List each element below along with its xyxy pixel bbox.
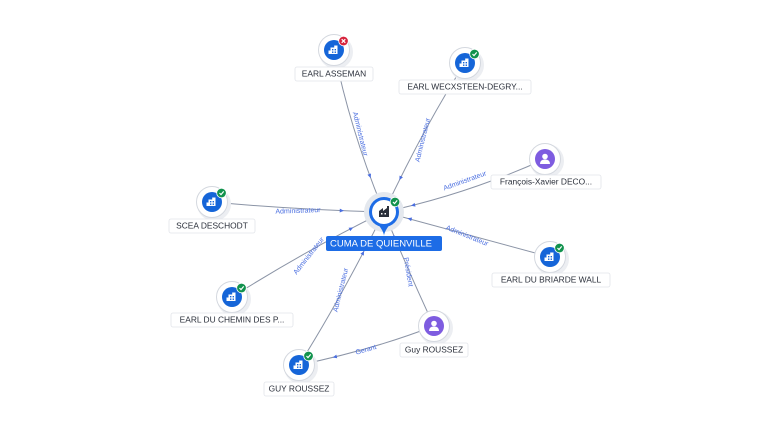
node-label-box <box>399 342 469 358</box>
edge-line <box>383 211 551 258</box>
edge-arrow-icon <box>367 173 372 179</box>
active-status-icon <box>554 242 565 254</box>
edge-scea-deschodt-to-center: Administrateur <box>211 201 385 216</box>
edge-label: Gerant <box>355 344 378 357</box>
node-label: Guy ROUSSEZ <box>405 345 463 355</box>
active-status-icon <box>469 48 480 60</box>
node-label-box <box>491 272 611 288</box>
edge-label: Administrateur <box>275 207 321 216</box>
node-earl-briarde[interactable]: EARL DU BRIARDE WALL <box>491 241 611 288</box>
edge-label: Administrateur <box>351 111 369 157</box>
edge-line <box>298 211 385 366</box>
edge-arrow-icon <box>348 227 354 232</box>
node-earl-wecxsteen[interactable]: EARL WECXSTEEN-DEGRY... <box>398 47 532 95</box>
node-label-box <box>170 312 294 328</box>
edge-arrow-icon <box>360 250 365 256</box>
active-status-icon <box>216 187 227 199</box>
active-status-icon <box>389 196 401 208</box>
factory-icon <box>379 206 389 217</box>
edge-label: Administrateur <box>293 236 327 276</box>
node-label-box <box>490 174 602 190</box>
node-label: EARL DU BRIARDE WALL <box>501 275 602 285</box>
node-label-box <box>294 66 374 82</box>
node-label: François-Xavier DECO... <box>500 177 592 187</box>
node-label: EARL ASSEMAN <box>302 69 366 79</box>
node-label-box <box>263 381 335 397</box>
node-label: EARL DU CHEMIN DES P... <box>180 315 285 325</box>
node-label-box <box>398 79 532 95</box>
edge-label: Administrateur <box>332 267 350 313</box>
node-label: EARL WECXSTEEN-DEGRY... <box>407 82 522 92</box>
center-node[interactable]: CUMA DE QUIENVILLE <box>326 192 442 251</box>
node-francois-xavier[interactable]: François-Xavier DECO... <box>490 143 602 190</box>
active-status-icon <box>303 350 314 362</box>
node-label-box <box>168 218 256 234</box>
node-guy-roussez-company[interactable]: GUY ROUSSEZ <box>263 349 335 397</box>
person-icon <box>540 153 550 164</box>
edge-arrow-icon <box>410 202 416 207</box>
building-icon <box>544 252 554 261</box>
node-scea-deschodt[interactable]: SCEA DESCHODT <box>168 186 256 234</box>
person-icon <box>429 320 439 331</box>
nodes-layer: EARL ASSEMAN EARL WECXSTEEN-DEGRY... Franç… <box>168 34 611 397</box>
building-icon <box>293 360 303 369</box>
node-earl-asseman[interactable]: EARL ASSEMAN <box>294 34 374 82</box>
edge-label: Administrateur <box>443 170 488 192</box>
edge-label: Président <box>402 257 414 287</box>
edge-label: Administrateur <box>414 117 432 163</box>
building-icon <box>459 58 469 67</box>
edge-label: Administrateur <box>445 225 490 249</box>
edge-arrow-icon <box>407 217 413 222</box>
building-icon <box>328 45 338 54</box>
edge-line <box>383 62 466 213</box>
node-guy-roussez-person[interactable]: Guy ROUSSEZ <box>399 310 469 358</box>
node-label: SCEA DESCHODT <box>176 221 248 231</box>
node-earl-chemin[interactable]: EARL DU CHEMIN DES P... <box>170 281 294 328</box>
center-label: CUMA DE QUIENVILLE <box>330 239 432 250</box>
edge-line <box>211 201 385 213</box>
edge-arrow-icon <box>332 354 338 359</box>
edge-arrow-icon <box>399 175 403 181</box>
building-icon <box>206 197 216 206</box>
edge-guy-roussez-company-to-center: Administrateur <box>298 211 385 366</box>
edge-arrow-icon <box>339 208 344 213</box>
center-label-box <box>326 236 442 251</box>
building-icon <box>226 292 236 301</box>
closed-status-icon <box>338 35 349 47</box>
active-status-icon <box>236 282 247 294</box>
node-label: GUY ROUSSEZ <box>269 384 330 394</box>
